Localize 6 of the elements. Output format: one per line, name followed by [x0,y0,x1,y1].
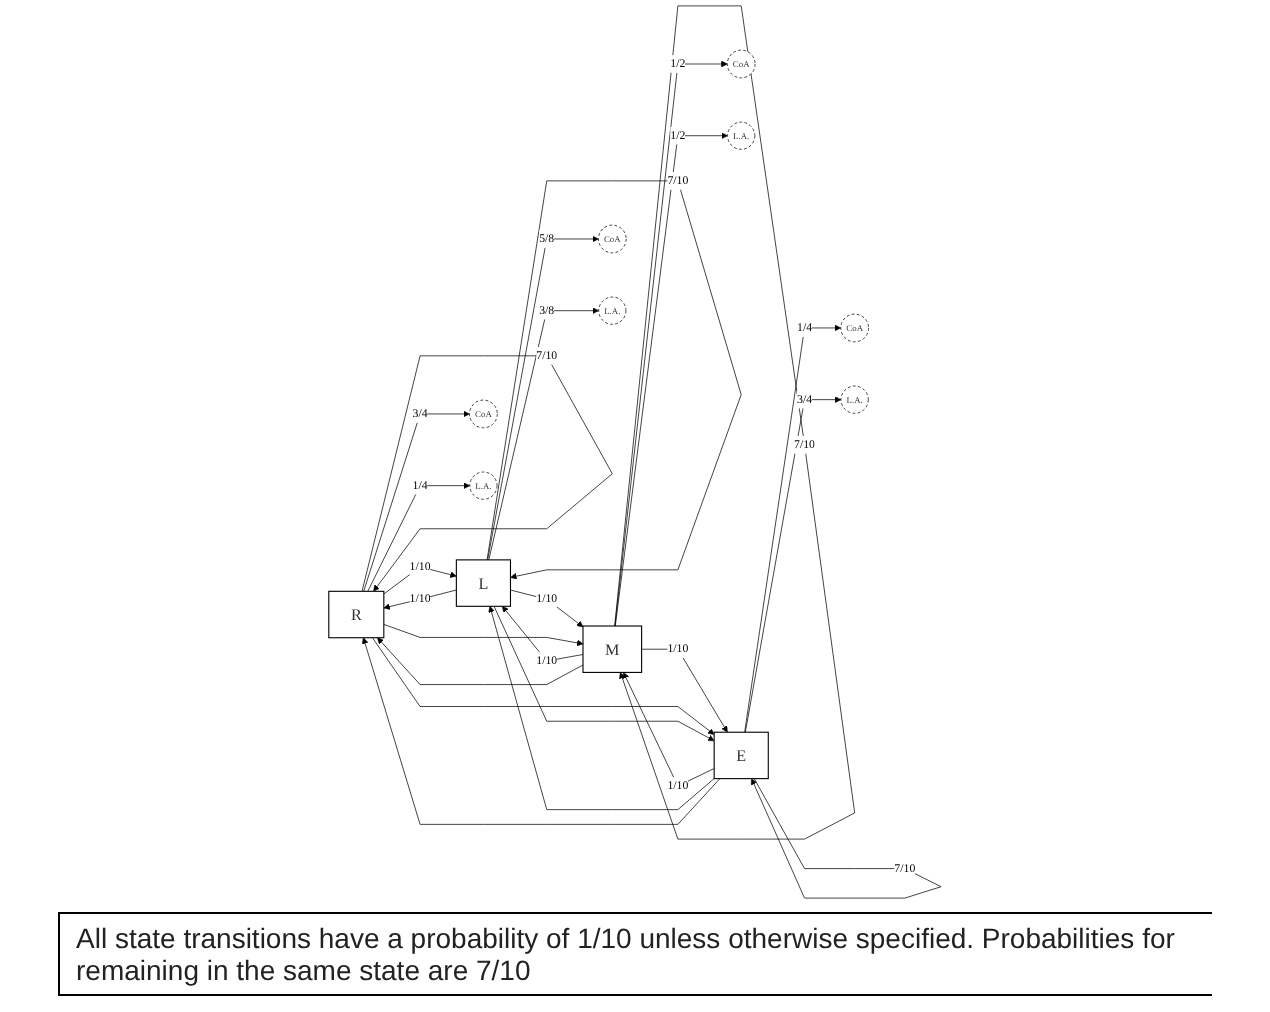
note-text: All state transitions have a probability of 1/10 unless otherwise specified. Probabilities for remaining in the same state are 7/10 [58,912,1212,996]
node-box: M [582,625,643,673]
node-box: E [713,731,769,780]
arrow [361,355,613,592]
node-box: R [328,590,385,639]
node-box: L [455,559,512,607]
